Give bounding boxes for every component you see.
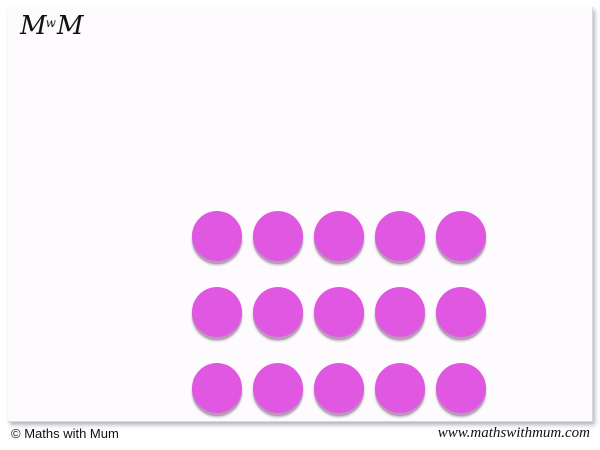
- counter-circle: [375, 287, 425, 337]
- counter-circle: [436, 211, 486, 261]
- counter-circle: [314, 211, 364, 261]
- counter-row: [192, 287, 490, 339]
- counter-circle: [253, 363, 303, 413]
- logo-letter-mid: w: [45, 16, 56, 30]
- logo-letter-left: M: [20, 11, 47, 41]
- logo-letter-right: M: [56, 11, 84, 41]
- counter-circle: [375, 211, 425, 261]
- website-text: www.mathswithmum.com: [437, 425, 590, 441]
- counter-circle: [314, 363, 364, 413]
- counter-circle: [192, 287, 242, 337]
- counter-circle: [192, 211, 242, 261]
- counter-circle: [314, 287, 364, 337]
- counter-row: [192, 363, 490, 415]
- counter-array: [192, 211, 490, 419]
- counter-row: [192, 211, 490, 263]
- counter-circle: [375, 363, 425, 413]
- counter-circle: [192, 363, 242, 413]
- counter-circle: [253, 211, 303, 261]
- mwm-logo: MwM: [20, 11, 84, 41]
- slide: MwM: [8, 7, 593, 422]
- counter-circle: [253, 287, 303, 337]
- counter-circle: [436, 287, 486, 337]
- copyright-text: © Maths with Mum: [11, 426, 119, 441]
- counter-circle: [436, 363, 486, 413]
